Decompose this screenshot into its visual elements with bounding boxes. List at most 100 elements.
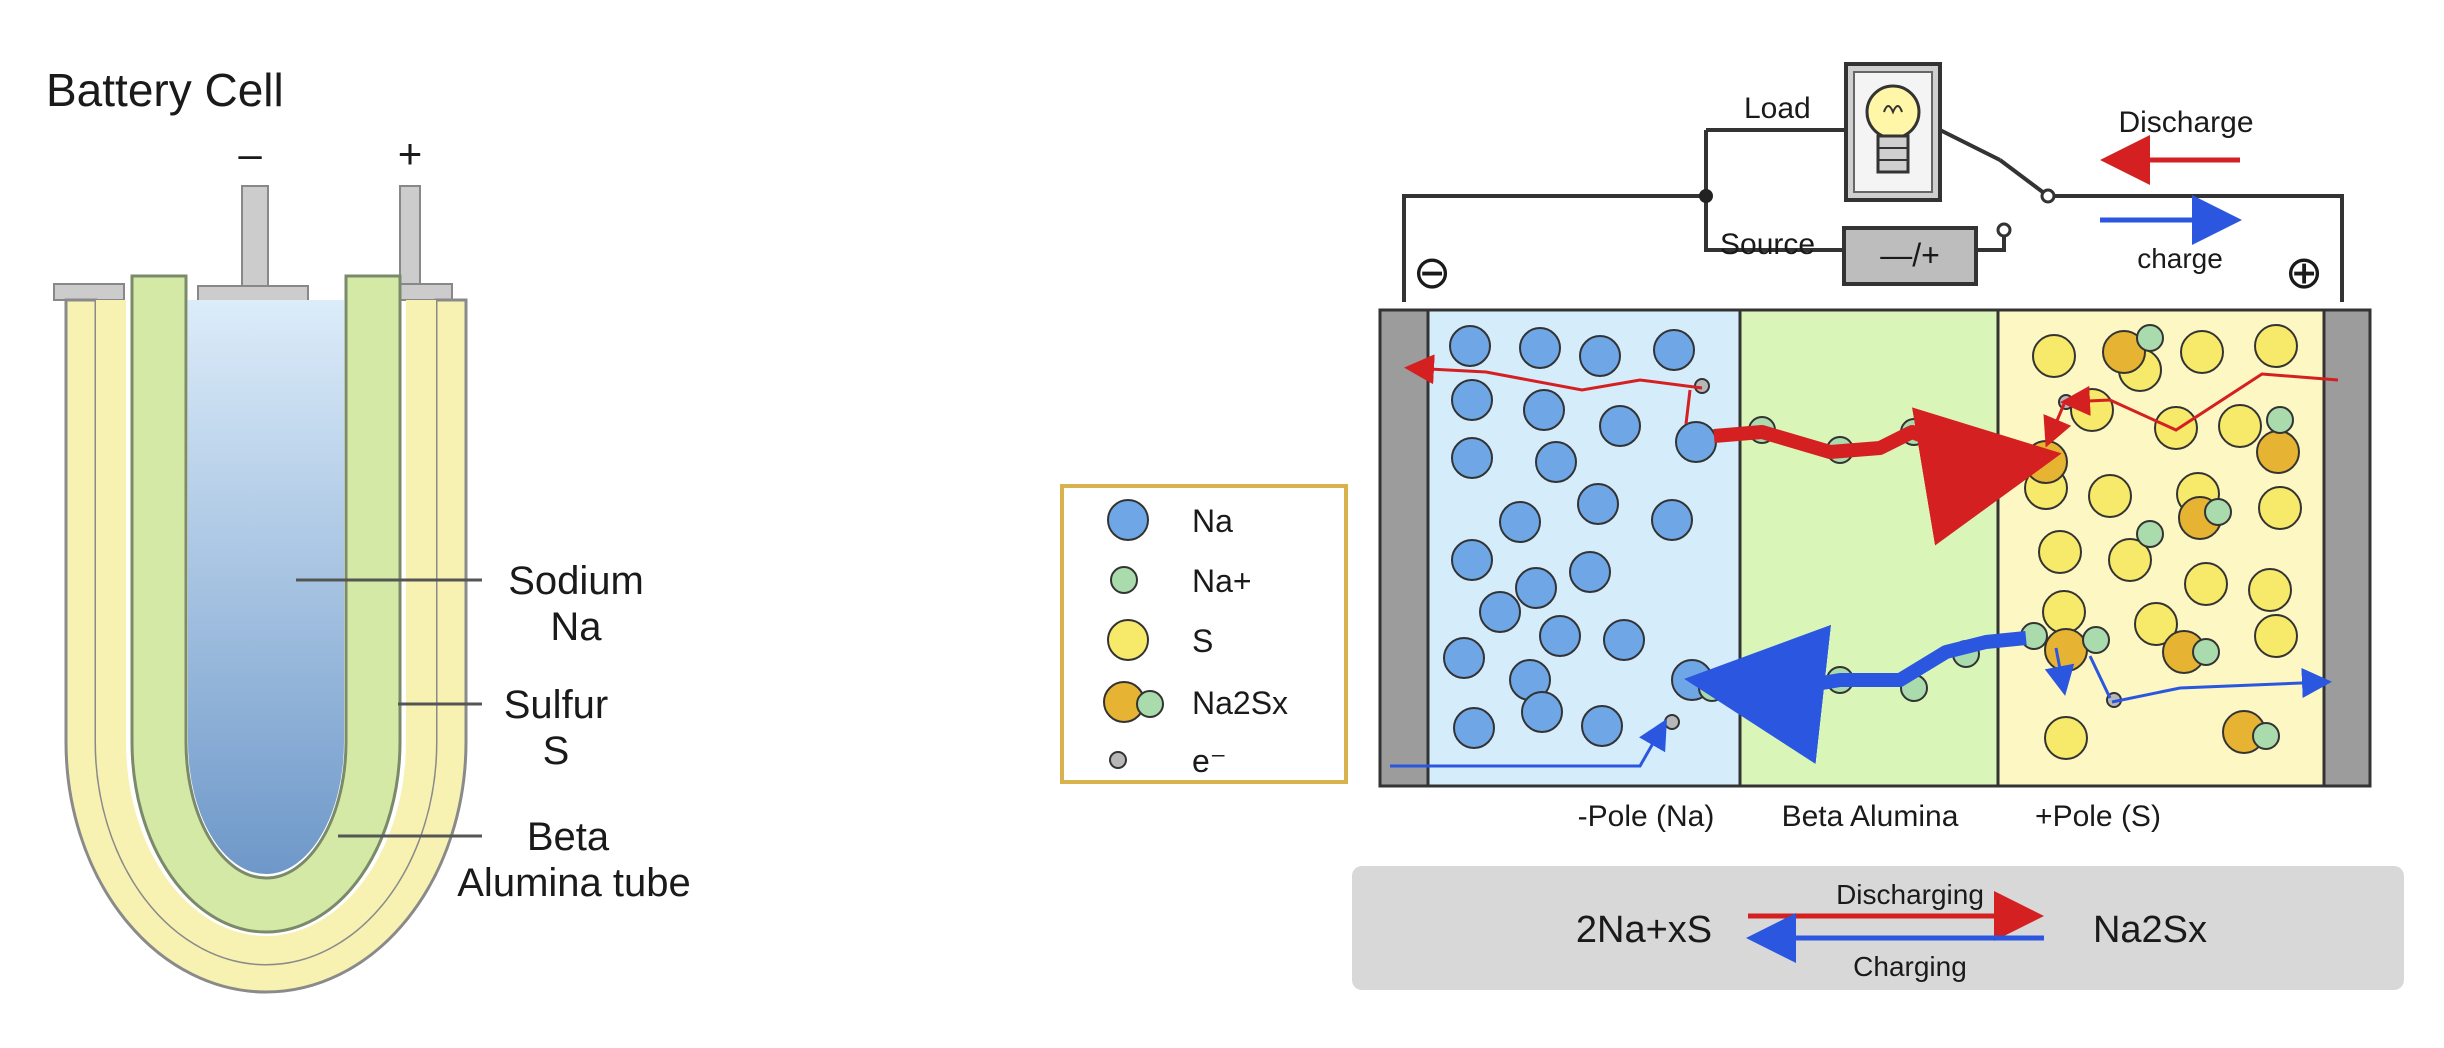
sulfur-atom bbox=[2254, 614, 2298, 658]
load-label: Load bbox=[1744, 92, 1811, 125]
sodium-atom bbox=[1569, 551, 1611, 593]
reaction-equation: 2Na+xS Na2Sx Discharging Charging bbox=[1352, 866, 2404, 990]
sodium-atom bbox=[1451, 539, 1493, 581]
circuit-wire-left bbox=[1402, 194, 1706, 302]
sodium-atom bbox=[1653, 329, 1695, 371]
left-lid-plate bbox=[53, 283, 125, 301]
sodium-atom bbox=[1675, 421, 1717, 463]
sulfur-atom bbox=[2254, 324, 2298, 368]
sodium-atom bbox=[1451, 437, 1493, 479]
beta-alumina-tube bbox=[130, 274, 402, 934]
source-box bbox=[1842, 226, 1978, 286]
sulfur-atom bbox=[2248, 568, 2292, 612]
sodium-atom bbox=[1453, 707, 1495, 749]
beta-label-line2: Alumina tube bbox=[457, 861, 690, 905]
sodium-atom bbox=[1535, 441, 1577, 483]
sulfur-atom bbox=[2042, 590, 2086, 634]
bulb-base bbox=[1876, 134, 1910, 174]
sodium-atom bbox=[1651, 499, 1693, 541]
circuit-wire-load-right bbox=[1939, 128, 2001, 162]
legend-label-na-ion: Na+ bbox=[1192, 563, 1252, 599]
sulfur-atom bbox=[2032, 334, 2076, 378]
sulfur-label-line1: Sulfur bbox=[504, 683, 609, 727]
sodium-polysulfide bbox=[2256, 430, 2300, 474]
sodium-atom bbox=[1521, 691, 1563, 733]
positive-terminal-post bbox=[399, 185, 421, 287]
legend-swatch-electron bbox=[1109, 751, 1127, 769]
sulfur-atom bbox=[2088, 474, 2132, 518]
circuit-wire-source bbox=[1704, 130, 1844, 252]
sodium-core bbox=[188, 300, 344, 874]
charge-label: charge bbox=[2137, 243, 2223, 274]
sodium-atom bbox=[1539, 615, 1581, 657]
legend-swatch-na bbox=[1107, 499, 1149, 541]
sodium-atom bbox=[1523, 389, 1565, 431]
sulfur-atom bbox=[2184, 562, 2228, 606]
sodium-atom bbox=[1603, 619, 1645, 661]
charge-ion-migration bbox=[1684, 624, 2027, 764]
charge-electron-release bbox=[2088, 655, 2112, 699]
sodium-atom bbox=[1451, 379, 1493, 421]
circuit-junction bbox=[1699, 189, 1713, 203]
sodium-ion bbox=[2252, 722, 2280, 750]
circuit-wire-right bbox=[2048, 194, 2344, 302]
discharge-electron-path-negative bbox=[1404, 354, 1703, 392]
source-label: Source bbox=[1720, 228, 1815, 261]
sulfur-atom bbox=[2218, 404, 2262, 448]
plus-terminal-sign: + bbox=[398, 130, 423, 177]
discharge-ion-migration bbox=[1713, 407, 2062, 546]
charge-electron-path-positive bbox=[2111, 667, 2332, 704]
charge-ion-path bbox=[1390, 624, 2332, 768]
sulfur-atom bbox=[2070, 388, 2114, 432]
reaction-products: Na2Sx bbox=[2093, 909, 2207, 951]
negative-pole-label: -Pole (Na) bbox=[1578, 800, 1715, 833]
sodium-label-line2: Na bbox=[550, 605, 602, 649]
beta-alumina-zone bbox=[1738, 308, 2000, 788]
discharge-ion-release bbox=[1684, 389, 1692, 425]
bulb-filament bbox=[1883, 105, 1903, 115]
reverse-reaction-label: Charging bbox=[1853, 951, 1967, 982]
sodium-polysulfide bbox=[2044, 628, 2088, 672]
sodium-atom bbox=[1577, 483, 1619, 525]
sulfur-atom bbox=[2258, 486, 2302, 530]
sulfur-atom bbox=[2038, 530, 2082, 574]
sulfur-atom bbox=[2044, 716, 2088, 760]
sodium-ion bbox=[2082, 626, 2110, 654]
sodium-atom bbox=[1599, 405, 1641, 447]
sulfur-atom bbox=[2108, 538, 2152, 582]
negative-terminal-post bbox=[241, 185, 269, 289]
discharge-ion-capture bbox=[2043, 403, 2072, 448]
sodium-atom bbox=[1449, 325, 1491, 367]
sodium-label-line1: Sodium bbox=[508, 559, 644, 603]
legend-swatch-sulfur bbox=[1107, 619, 1149, 661]
legend-swatch-na-ion bbox=[1110, 566, 1138, 594]
charge-electron-path-negative bbox=[1390, 718, 1667, 768]
sulfur-atom bbox=[2154, 406, 2198, 450]
external-circuit bbox=[1402, 128, 2344, 302]
reaction-reactants: 2Na+xS bbox=[1576, 909, 1712, 951]
legend-label-na2sx: Na2Sx bbox=[1192, 685, 1288, 721]
sulfur-label-line2: S bbox=[543, 729, 570, 773]
reaction-panel bbox=[1352, 866, 2404, 990]
legend-label-na: Na bbox=[1192, 503, 1233, 539]
sodium-atom bbox=[1579, 335, 1621, 377]
sodium-polysulfide bbox=[2102, 330, 2146, 374]
sodium-ion bbox=[2136, 324, 2164, 352]
positive-electrode bbox=[2322, 308, 2372, 788]
battery-cell-title: Battery Cell bbox=[46, 64, 284, 116]
sodium-atom bbox=[1519, 327, 1561, 369]
positive-pole-label: +Pole (S) bbox=[2035, 800, 2161, 833]
discharge-ion-path bbox=[1404, 354, 2339, 546]
switch-contact-source bbox=[1996, 222, 2012, 238]
beta-alumina-label: Beta Alumina bbox=[1782, 800, 1959, 833]
negative-terminal-plate bbox=[197, 285, 309, 303]
battery-cell-figure: Battery Cell – + Sodium Na Sulfur S Beta… bbox=[46, 64, 691, 994]
sodium-atom bbox=[1581, 705, 1623, 747]
sodium-ion bbox=[2204, 498, 2232, 526]
switch-blade bbox=[1998, 158, 2050, 198]
sodium-ion bbox=[2266, 406, 2294, 434]
discharge-electron-path-positive bbox=[2060, 372, 2339, 432]
legend-label-electron: e⁻ bbox=[1192, 743, 1227, 779]
